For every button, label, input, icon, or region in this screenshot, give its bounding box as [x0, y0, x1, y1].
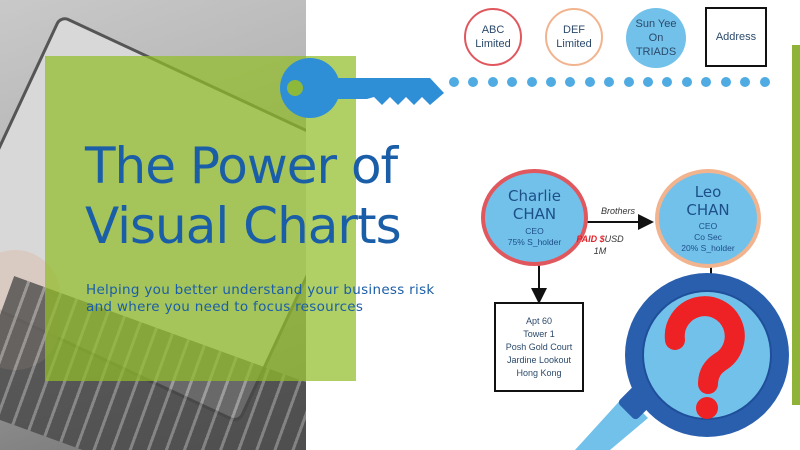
dot [740, 77, 750, 87]
dot [565, 77, 575, 87]
legend-label: ABC [481, 24, 505, 36]
dot [449, 77, 459, 87]
legend-label: Sun Yee [635, 18, 677, 30]
legend-label: On [648, 32, 664, 44]
address-line: Tower 1 [523, 328, 555, 339]
dot [604, 77, 614, 87]
dot [643, 77, 653, 87]
node-name: Charlie [508, 187, 561, 205]
legend-label: DEF [563, 24, 585, 36]
edge-label-brothers: Brothers [600, 206, 635, 216]
paid-amount: 1M [593, 246, 607, 256]
address-line: Posh Gold Court [505, 341, 573, 352]
legend-address: Address [705, 7, 767, 67]
dot [662, 77, 672, 87]
dot [468, 77, 478, 87]
key-icon [280, 58, 444, 118]
legend-label: Limited [556, 38, 592, 50]
dot [546, 77, 556, 87]
dot [585, 77, 595, 87]
dot [624, 77, 634, 87]
legend-label: TRIADS [635, 46, 677, 58]
address-line: Jardine Lookout [506, 354, 572, 365]
accent-bar [792, 45, 800, 405]
dot [760, 77, 770, 87]
dot [527, 77, 537, 87]
slide-title: The Power of Visual Charts [85, 137, 402, 255]
dot [721, 77, 731, 87]
legend-label: Address [715, 31, 757, 43]
dot [701, 77, 711, 87]
node-address: Apt 60 Tower 1 Posh Gold Court Jardine L… [494, 302, 584, 392]
paid-currency: USD [604, 234, 624, 244]
dot [507, 77, 517, 87]
address-line: Hong Kong [516, 367, 562, 378]
node-charlie-chan: Charlie CHAN CEO 75% S_holder [481, 169, 588, 266]
legend-label: Limited [475, 38, 511, 50]
address-line: Apt 60 [525, 315, 553, 326]
node-role: Co Sec [694, 232, 722, 242]
node-role: CEO [698, 221, 718, 231]
edge-label-paid: PAID $USD 1M [560, 233, 640, 257]
slide-subtitle: Helping you better understand your busin… [86, 282, 435, 315]
legend-def-limited: DEF Limited [545, 8, 603, 66]
title-line-2: Visual Charts [85, 197, 402, 255]
node-name: CHAN [686, 201, 730, 219]
node-role: 20% S_holder [681, 243, 735, 253]
dot [682, 77, 692, 87]
dot [488, 77, 498, 87]
node-name: CHAN [512, 205, 557, 223]
paid-prefix: PAID $ [576, 234, 605, 244]
node-leo-chan: Leo CHAN CEO Co Sec 20% S_holder [655, 169, 761, 268]
legend-abc-limited: ABC Limited [464, 8, 522, 66]
node-role: CEO [525, 226, 544, 236]
node-name: Leo [694, 183, 722, 201]
node-role: 75% S_holder [507, 237, 562, 247]
title-line-1: The Power of [85, 137, 398, 195]
